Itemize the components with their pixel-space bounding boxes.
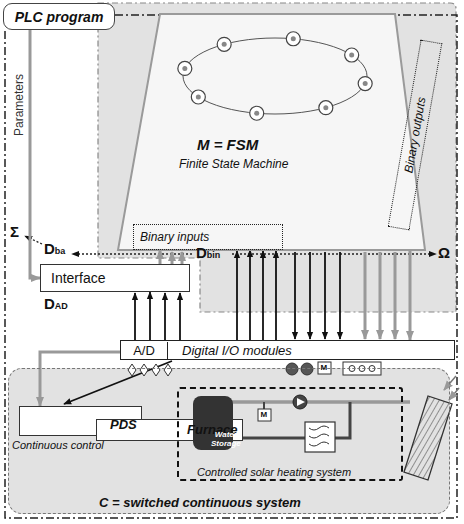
plc-program-tag: PLC program bbox=[3, 3, 115, 30]
continuous-system-region: C = switched continuous systemPDSContinu… bbox=[8, 368, 450, 514]
signal-sets bbox=[25, 236, 42, 244]
state-dot bbox=[254, 111, 259, 116]
motor-mark: M bbox=[321, 363, 328, 372]
signal-arrows bbox=[294, 252, 296, 339]
state-dot bbox=[323, 105, 328, 110]
state-circle bbox=[178, 61, 192, 75]
plc-frame bbox=[5, 15, 457, 518]
state-circle bbox=[286, 32, 300, 46]
connector bbox=[30, 30, 40, 278]
sum-symbol: Σ bbox=[10, 223, 19, 240]
node-title: PLC program bbox=[15, 9, 104, 25]
heating-circuit bbox=[258, 409, 271, 421]
connector bbox=[159, 250, 162, 264]
signal-name: Dbin bbox=[196, 244, 220, 261]
node-title: C = switched continuous system bbox=[99, 495, 301, 510]
state-dot bbox=[349, 53, 354, 58]
connector bbox=[249, 250, 251, 340]
signal-arrows bbox=[364, 252, 367, 339]
node-note: Finite State Machine bbox=[179, 157, 288, 171]
state-circle bbox=[250, 106, 264, 120]
connector-label: Parameters bbox=[12, 74, 26, 136]
heating-circuit bbox=[404, 396, 452, 480]
io-module-bar: A/DDigital I/O modules bbox=[120, 340, 455, 360]
signal-arrows bbox=[134, 293, 136, 340]
fsm-plane-outline bbox=[118, 14, 425, 250]
node-title: Interface bbox=[51, 270, 105, 286]
io-symbols bbox=[164, 364, 172, 376]
signal-arrows bbox=[179, 293, 181, 340]
heating-circuit bbox=[230, 376, 459, 480]
output-symbol: Ω bbox=[438, 244, 450, 261]
binary-inputs-box: Binary inputs bbox=[133, 224, 283, 250]
node-note: Digital I/O modules bbox=[168, 343, 292, 358]
signal-arrows bbox=[379, 252, 382, 339]
state-dot bbox=[291, 36, 296, 41]
fsm-plane-shape bbox=[115, 12, 427, 252]
signal-arrows bbox=[275, 251, 277, 340]
signal-arrows bbox=[236, 251, 238, 340]
io-symbols bbox=[128, 364, 136, 376]
node-title: PDS bbox=[110, 417, 137, 432]
connector bbox=[40, 352, 120, 406]
heating-circuit bbox=[263, 402, 265, 409]
heating-circuit bbox=[297, 398, 305, 406]
signal-arrows bbox=[324, 252, 326, 339]
signal-name: DAD bbox=[44, 295, 68, 312]
pds-box: PDSContinuous control bbox=[19, 406, 142, 436]
state-circle bbox=[319, 101, 333, 115]
heating-circuit bbox=[449, 388, 459, 400]
state-dot bbox=[363, 81, 368, 86]
state-circle bbox=[345, 48, 359, 62]
signal-arrows bbox=[171, 252, 174, 264]
state-circle bbox=[358, 77, 372, 91]
state-circle bbox=[217, 37, 231, 51]
motor-mark: M bbox=[261, 410, 268, 419]
state-dot bbox=[196, 94, 201, 99]
node-note: Continuous control bbox=[12, 439, 104, 451]
io-symbols bbox=[140, 364, 148, 376]
node-title: Water Storage bbox=[211, 431, 241, 449]
signal-arrows bbox=[164, 293, 166, 340]
node-title: A/D bbox=[121, 342, 168, 359]
continuous-region-fill bbox=[8, 368, 450, 514]
state-ring bbox=[183, 38, 367, 114]
heating-circuit bbox=[293, 395, 307, 409]
signal-arrows bbox=[172, 252, 395, 339]
signal-arrows bbox=[181, 252, 184, 264]
node-title: Controlled solar heating system bbox=[197, 466, 351, 478]
signal-arrows bbox=[339, 252, 341, 339]
state-dot bbox=[222, 42, 227, 47]
io-symbols bbox=[152, 364, 160, 376]
signal-arrows bbox=[394, 252, 397, 339]
heating-circuit bbox=[230, 400, 410, 404]
heating-circuit bbox=[335, 402, 350, 438]
solar-heating-region: Controlled solar heating system Water Sto… bbox=[177, 387, 403, 481]
interface-box: Interface bbox=[40, 264, 190, 292]
io-symbols bbox=[286, 363, 298, 375]
io-symbols bbox=[301, 363, 313, 375]
node-title: M = FSM bbox=[197, 136, 258, 153]
state-dot bbox=[182, 66, 187, 71]
signal-arrows bbox=[309, 252, 311, 339]
signal-name: Dba bbox=[44, 240, 65, 257]
heating-circuit bbox=[444, 376, 456, 390]
state-circle bbox=[191, 90, 205, 104]
fsm-plane: M = FSM Finite State Machine bbox=[115, 12, 427, 252]
connector bbox=[149, 292, 151, 340]
heating-circuit bbox=[305, 422, 335, 452]
signal-sets bbox=[72, 253, 192, 254]
node-title: Binary inputs bbox=[140, 230, 209, 244]
signal-arrows bbox=[262, 251, 264, 340]
io-symbols bbox=[128, 362, 381, 376]
heating-circuit bbox=[309, 426, 329, 446]
